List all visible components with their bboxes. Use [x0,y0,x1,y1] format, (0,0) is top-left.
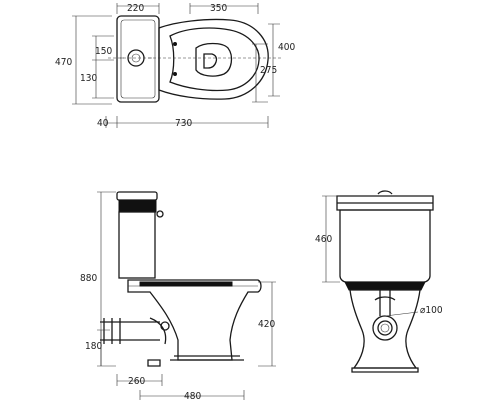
dim-420: 420 [258,319,275,330]
dim-dia-100: ⌀100 [420,305,443,316]
dim-480: 480 [184,391,201,400]
tank-side [118,199,157,213]
dim-880: 880 [80,273,97,284]
bowl-side [127,279,262,361]
dim-260: 260 [128,376,145,387]
top-view: 220 350 400 275 470 150 130 40 730 [55,3,295,129]
seat-top [169,27,260,92]
dim-400: 400 [278,42,295,53]
tank-front [339,209,431,283]
dim-130: 130 [80,73,97,84]
bowl-top [158,18,269,100]
dim-350: 350 [210,3,227,14]
dim-470: 470 [55,57,72,68]
tank-top [116,15,160,103]
front-view: 460 ⌀100 [315,190,443,373]
dim-40: 40 [97,118,109,129]
outlet-pipe [100,318,160,344]
dim-730: 730 [175,118,192,129]
dim-150: 150 [95,46,112,57]
dim-180: 180 [85,341,102,352]
dim-275: 275 [260,65,277,76]
dim-220: 220 [127,3,144,14]
dim-460: 460 [315,234,332,245]
bowl-front [349,289,421,369]
side-view: 880 420 180 260 480 [80,191,276,402]
trap-outlet-icon [372,315,398,341]
